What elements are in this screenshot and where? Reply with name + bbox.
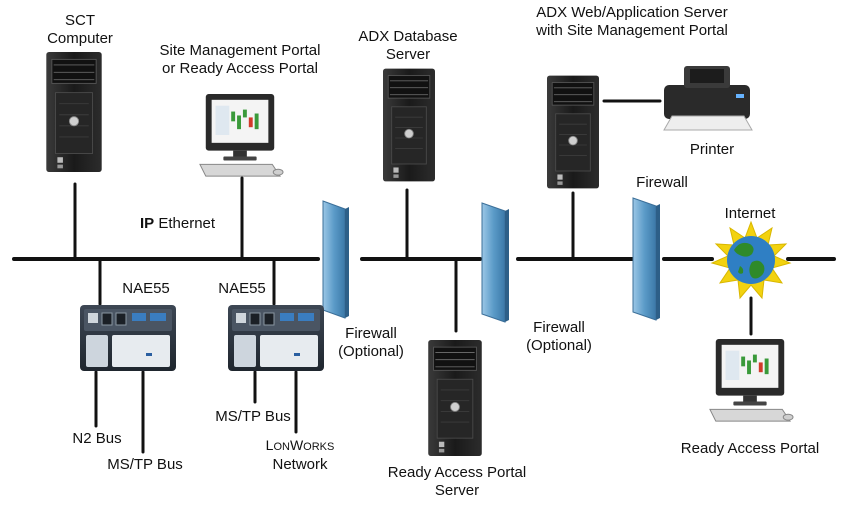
n2-bus-label: N2 Bus (72, 430, 122, 447)
ready-access-portal-monitor-icon (709, 338, 794, 422)
ready-access-portal-server-icon (427, 340, 483, 456)
adx-web-server-icon (547, 75, 599, 189)
nae55-label-1: NAE55 (122, 280, 170, 297)
firewall-top-label: Firewall (636, 174, 688, 191)
internet-globe-icon (710, 220, 792, 300)
adx-database-server-icon (383, 68, 435, 182)
printer-icon (663, 66, 753, 131)
ip-ethernet-label: IP Ethernet (140, 215, 216, 232)
firewall-2-optional-label: Firewall(Optional) (526, 319, 592, 354)
printer-label: Printer (689, 141, 735, 158)
sct-computer-icon (45, 52, 103, 172)
site-management-portal-monitor-icon (199, 93, 284, 177)
nae55-controller-2-icon (228, 304, 324, 372)
ready-access-portal-label: Ready Access Portal (680, 440, 820, 457)
firewall-1-optional-label: Firewall(Optional) (338, 325, 404, 360)
nae55-label-2: NAE55 (218, 280, 266, 297)
mstp-bus-label-2: MS/TP Bus (215, 408, 291, 425)
firewall-top-icon (632, 197, 660, 321)
lonworks-network-label: LONWORKS Network (265, 437, 335, 473)
internet-label: Internet (724, 205, 776, 222)
connection-lines (73, 99, 753, 454)
firewall-1-icon (322, 200, 349, 319)
firewall-2-icon (481, 202, 509, 323)
nae55-controller-1-icon (80, 304, 176, 372)
mstp-bus-label-1: MS/TP Bus (107, 456, 183, 473)
